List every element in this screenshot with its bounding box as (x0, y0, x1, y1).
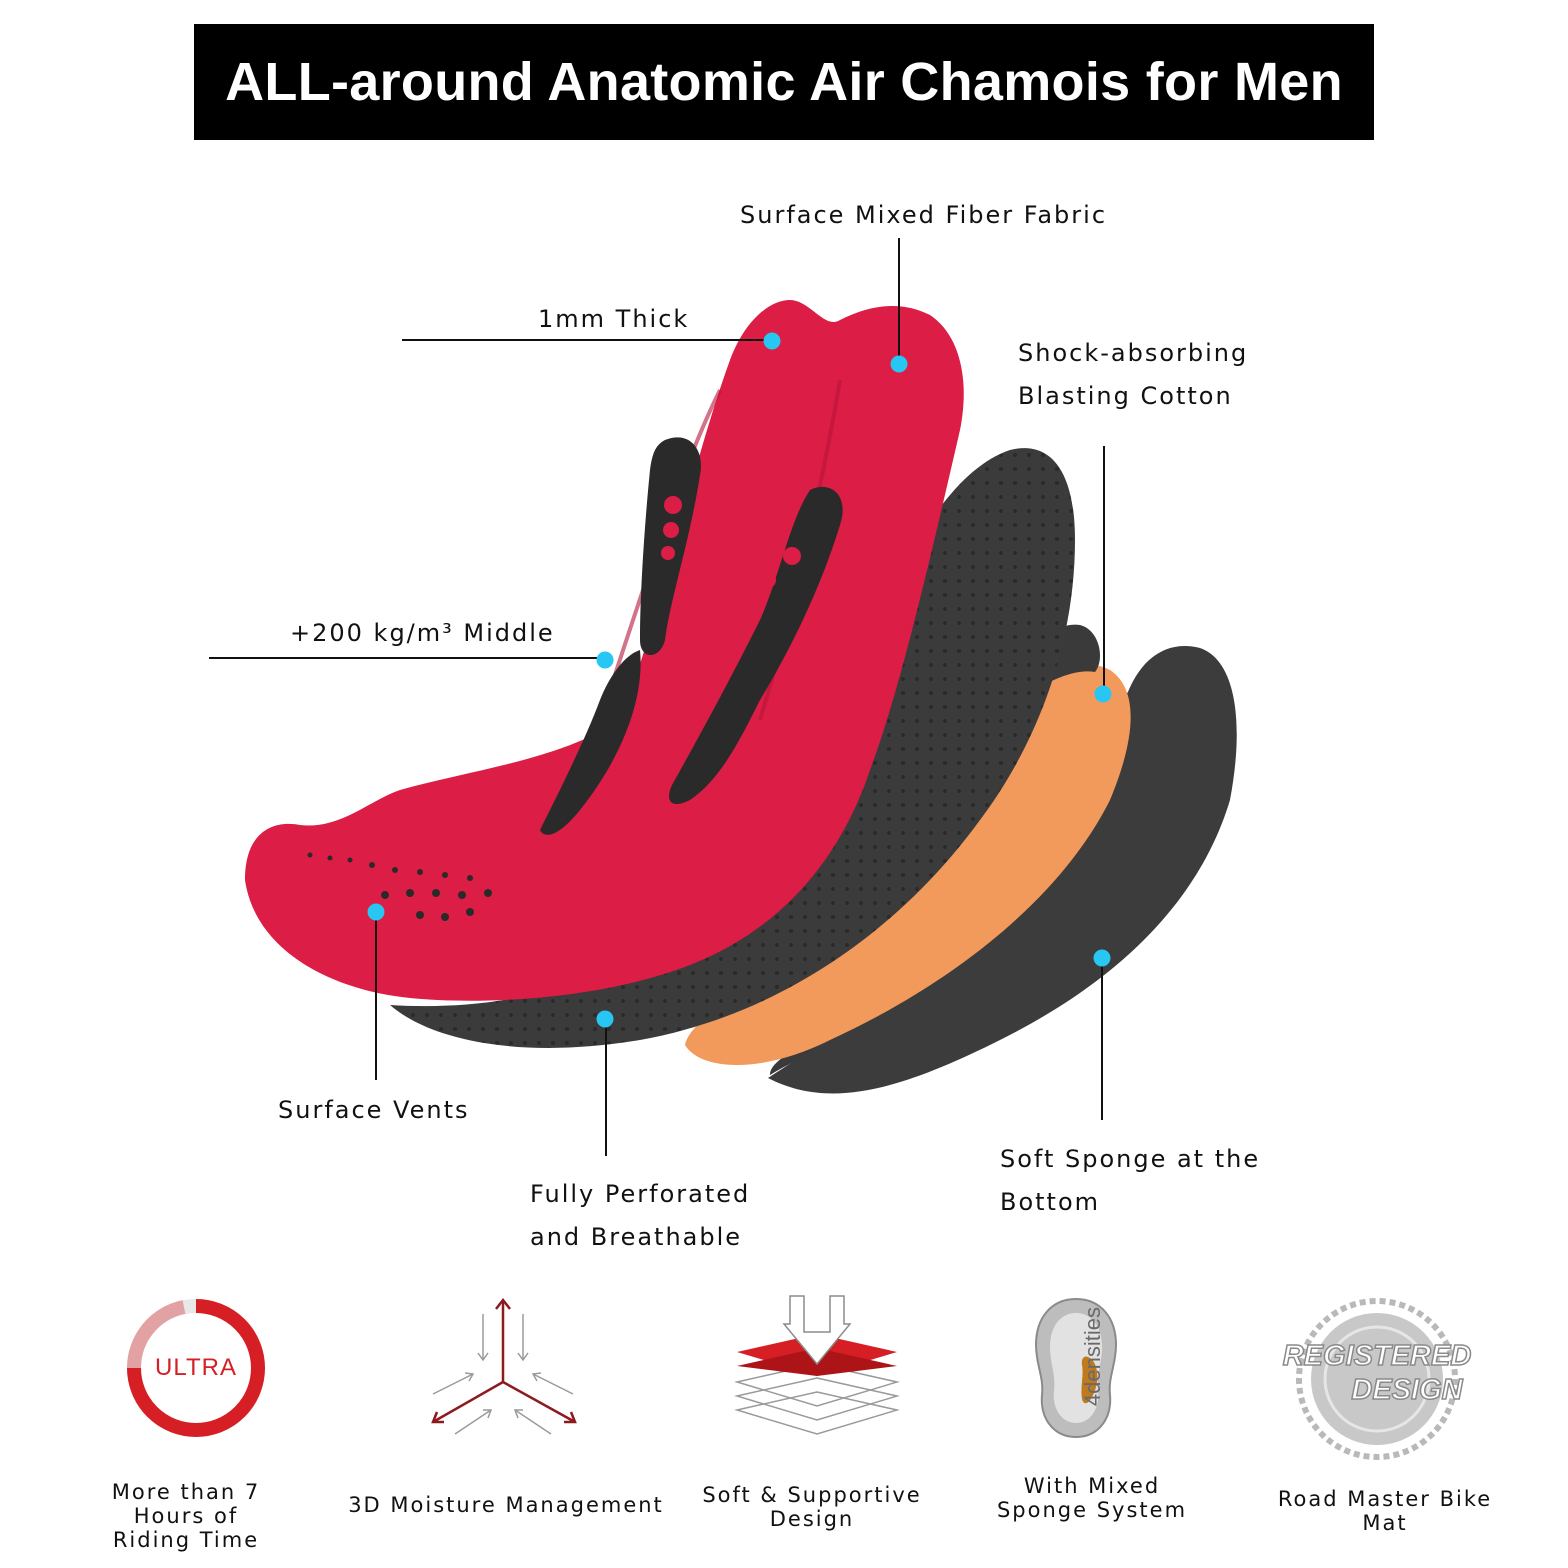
surface-vent-holes (307, 852, 492, 921)
callout-dot-shock (1094, 685, 1112, 703)
layers-press-icon (732, 1292, 902, 1442)
callout-dot-thick (763, 332, 781, 350)
feature-caption-sponge-system: With Mixed Sponge System (996, 1474, 1188, 1522)
densities-label: 4densities (1080, 1307, 1105, 1407)
label-sponge-1: Soft Sponge at the (1000, 1145, 1261, 1173)
callout-dot-middle (596, 651, 614, 669)
feature-caption-riding-time: More than 7 Hours of Riding Time (111, 1480, 261, 1552)
callout-dot-surface-fabric (890, 355, 908, 373)
registered-badge-line2: DESIGN (1351, 1373, 1464, 1407)
registered-design-seal-icon: REGISTERED DESIGN (1282, 1294, 1472, 1464)
callout-line-surface-fabric (898, 238, 900, 356)
ultra-ring-icon: ULTRA (124, 1296, 268, 1440)
label-middle: +200 kg/m³ Middle (290, 619, 555, 647)
moisture-arrows-icon (425, 1292, 585, 1442)
feature-caption-road-master: Road Master Bike Mat (1277, 1487, 1493, 1535)
label-thick: 1mm Thick (538, 305, 690, 333)
label-surface-fabric: Surface Mixed Fiber Fabric (740, 201, 1108, 229)
densities-pad-icon: 4densities (1030, 1295, 1122, 1441)
label-shock-2: Blasting Cotton (1018, 382, 1233, 410)
callout-line-vents (375, 915, 377, 1080)
ultra-badge-text: ULTRA (155, 1354, 237, 1381)
callout-line-shock (1103, 446, 1105, 686)
callout-dot-sponge (1093, 949, 1111, 967)
callout-line-thick (402, 339, 770, 341)
label-sponge-2: Bottom (1000, 1188, 1101, 1216)
title-banner: ALL-around Anatomic Air Chamois for Men (194, 24, 1374, 140)
label-vents: Surface Vents (278, 1096, 470, 1124)
left-gel-insert (640, 437, 701, 655)
label-shock-1: Shock-absorbing (1018, 339, 1249, 367)
registered-badge-line1: REGISTERED (1282, 1339, 1472, 1373)
callout-line-sponge (1101, 962, 1103, 1120)
label-perforated-2: and Breathable (530, 1223, 743, 1251)
right-gel-insert (669, 486, 843, 805)
feature-caption-moisture: 3D Moisture Management (348, 1493, 664, 1517)
callout-line-middle (209, 657, 601, 659)
label-perforated-1: Fully Perforated (530, 1180, 751, 1208)
page-title: ALL-around Anatomic Air Chamois for Men (225, 52, 1343, 112)
red-chamois-top-layer (245, 300, 964, 1001)
callout-line-perforated (605, 1024, 607, 1156)
callout-dot-vents (367, 903, 385, 921)
callout-dot-perforated (596, 1010, 614, 1028)
feature-caption-supportive: Soft & Supportive Design (702, 1483, 922, 1531)
